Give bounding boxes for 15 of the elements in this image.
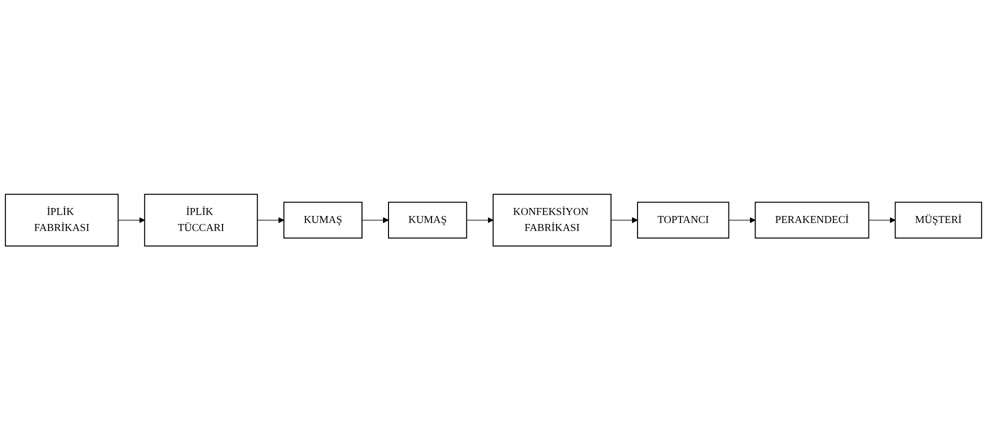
arrow [728,217,756,223]
node-box: KONFEKSİYON FABRİKASI [492,194,612,246]
arrow [257,217,284,223]
arrow [610,217,638,223]
node-box: İPLİK TÜCCARI [144,194,258,246]
arrow [868,217,896,223]
node-box: KUMAŞ [388,202,468,238]
arrow [362,217,389,223]
arrow [118,217,145,223]
node-box: PERAKENDECİ [754,202,870,238]
node-box: İPLİK FABRİKASI [4,194,119,246]
node-box: KUMAŞ [283,202,362,238]
node-box: TOPTANCI [637,202,730,238]
arrow [466,217,494,223]
node-box: MÜŞTERİ [894,202,982,238]
